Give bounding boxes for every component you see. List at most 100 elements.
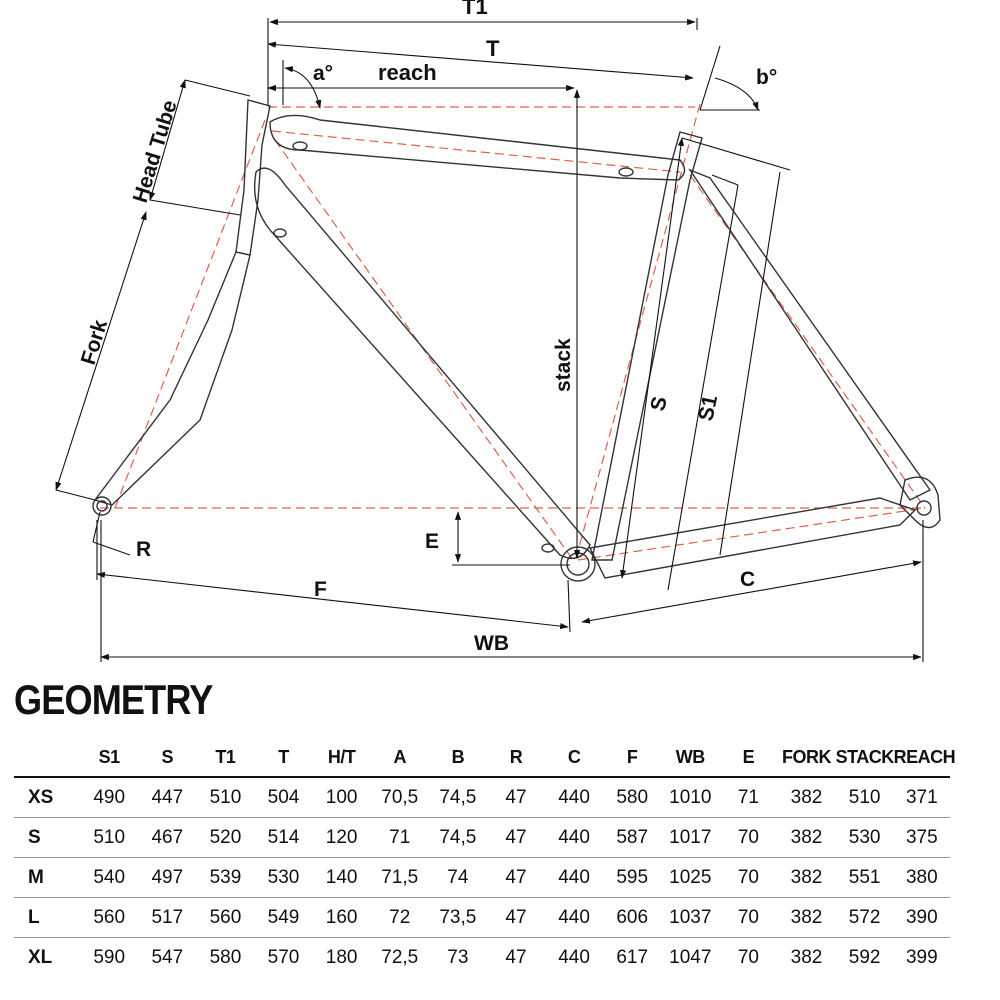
table-cell: 71,5 (370, 857, 429, 898)
table-cell: 74 (428, 857, 487, 898)
table-cell: 180 (325, 946, 358, 968)
table-cell: 490 (80, 777, 139, 818)
table-cell: 440 (545, 817, 604, 858)
label-stack: stack (552, 338, 575, 392)
table-cell: 587 (603, 817, 662, 858)
table-cell: 504 (254, 777, 313, 818)
table-cell: 1017 (661, 817, 720, 858)
label-reach: reach (378, 60, 437, 85)
label-t1: T1 (462, 0, 488, 19)
table-cell: 47 (486, 857, 546, 898)
column-header-b: B (428, 738, 487, 778)
table-cell: 560 (196, 897, 255, 938)
table-cell: 120 (312, 817, 371, 858)
table-cell: 560 (80, 897, 139, 938)
column-header-fork: FORK (777, 738, 836, 778)
table-cell: 47 (486, 897, 546, 938)
table-cell: 160 (312, 897, 371, 938)
label-c: C (740, 568, 755, 591)
table-cell: 467 (138, 817, 197, 858)
column-header-s1: S1 (80, 738, 139, 778)
table-cell: 72 (370, 897, 429, 938)
label-f: F (314, 578, 327, 601)
column-header-reach: REACH (893, 738, 956, 778)
table-cell: 375 (893, 817, 950, 858)
table-cell: 440 (545, 897, 604, 938)
table-cell: 380 (893, 857, 950, 898)
table-cell: 497 (138, 857, 197, 898)
table-cell: 517 (138, 897, 197, 938)
table-cell: 47 (486, 817, 546, 858)
column-header-a: A (370, 738, 429, 778)
table-cell: 530 (254, 857, 313, 898)
column-header-wb: WB (661, 738, 720, 778)
label-s: S (646, 395, 671, 413)
label-t: T (486, 36, 500, 61)
table-cell: 440 (545, 857, 604, 898)
row-size-label: M (14, 857, 81, 898)
column-header-c: C (545, 738, 604, 778)
label-a-angle: a° (313, 62, 333, 85)
column-header-stack: STACK (835, 738, 894, 778)
column-header-r: R (486, 738, 546, 778)
label-wb: WB (474, 632, 509, 655)
table-cell: 70 (719, 857, 778, 898)
table-cell: 382 (777, 817, 836, 858)
top-tube (269, 114, 686, 181)
table-cell: 382 (777, 777, 836, 818)
table-cell: 514 (254, 817, 313, 858)
table-cell: 510 (196, 777, 255, 818)
centerlines (100, 103, 926, 563)
table-cell: 47 (486, 777, 546, 818)
dropout (899, 476, 941, 529)
table-cell: 440 (545, 777, 604, 818)
frame-geometry-diagram: T1 T a° reach b° Head Tube Fork stack S … (55, 0, 941, 662)
column-header-ht: H/T (312, 738, 371, 778)
table-cell: 1037 (661, 897, 720, 938)
table-cell: 590 (93, 946, 126, 968)
geometry-title: GEOMETRY (14, 676, 213, 723)
table-cell: 570 (267, 946, 300, 968)
table-cell: 71 (719, 777, 778, 818)
row-size-label: S (14, 817, 81, 858)
row-size-label: XS (14, 777, 81, 818)
table-cell: 572 (835, 897, 894, 938)
table-cell: 100 (312, 777, 371, 818)
table-cell: 1047 (669, 946, 712, 968)
table-cell: 74,5 (428, 777, 487, 818)
row-size-label: XL (28, 946, 53, 968)
table-cell: 440 (558, 946, 590, 968)
dimension-lines (55, 18, 924, 662)
table-cell: 580 (209, 946, 242, 968)
table-cell: 447 (138, 777, 197, 818)
table-cell: 382 (777, 897, 836, 938)
table-cell: 617 (616, 946, 649, 968)
table-cell: 72,5 (381, 946, 419, 968)
label-e: E (425, 530, 439, 553)
column-header-f: F (603, 738, 662, 778)
chain-stay (588, 497, 917, 579)
table-cell: 530 (835, 817, 894, 858)
table-cell: 547 (151, 946, 184, 968)
column-header-s: S (138, 738, 197, 778)
label-r: R (136, 538, 151, 561)
label-head-tube: Head Tube (129, 98, 182, 206)
table-cell: 399 (905, 946, 938, 968)
rear-axle (916, 500, 932, 516)
table-cell: 382 (777, 857, 836, 898)
row-size-label: L (14, 897, 81, 938)
column-header-e: E (719, 738, 778, 778)
label-fork: Fork (77, 317, 112, 368)
table-cell: 1010 (661, 777, 720, 818)
column-header-size (14, 738, 81, 778)
down-tube (253, 167, 591, 559)
table-cell: 70 (719, 817, 778, 858)
table-cell: 73,5 (428, 897, 487, 938)
